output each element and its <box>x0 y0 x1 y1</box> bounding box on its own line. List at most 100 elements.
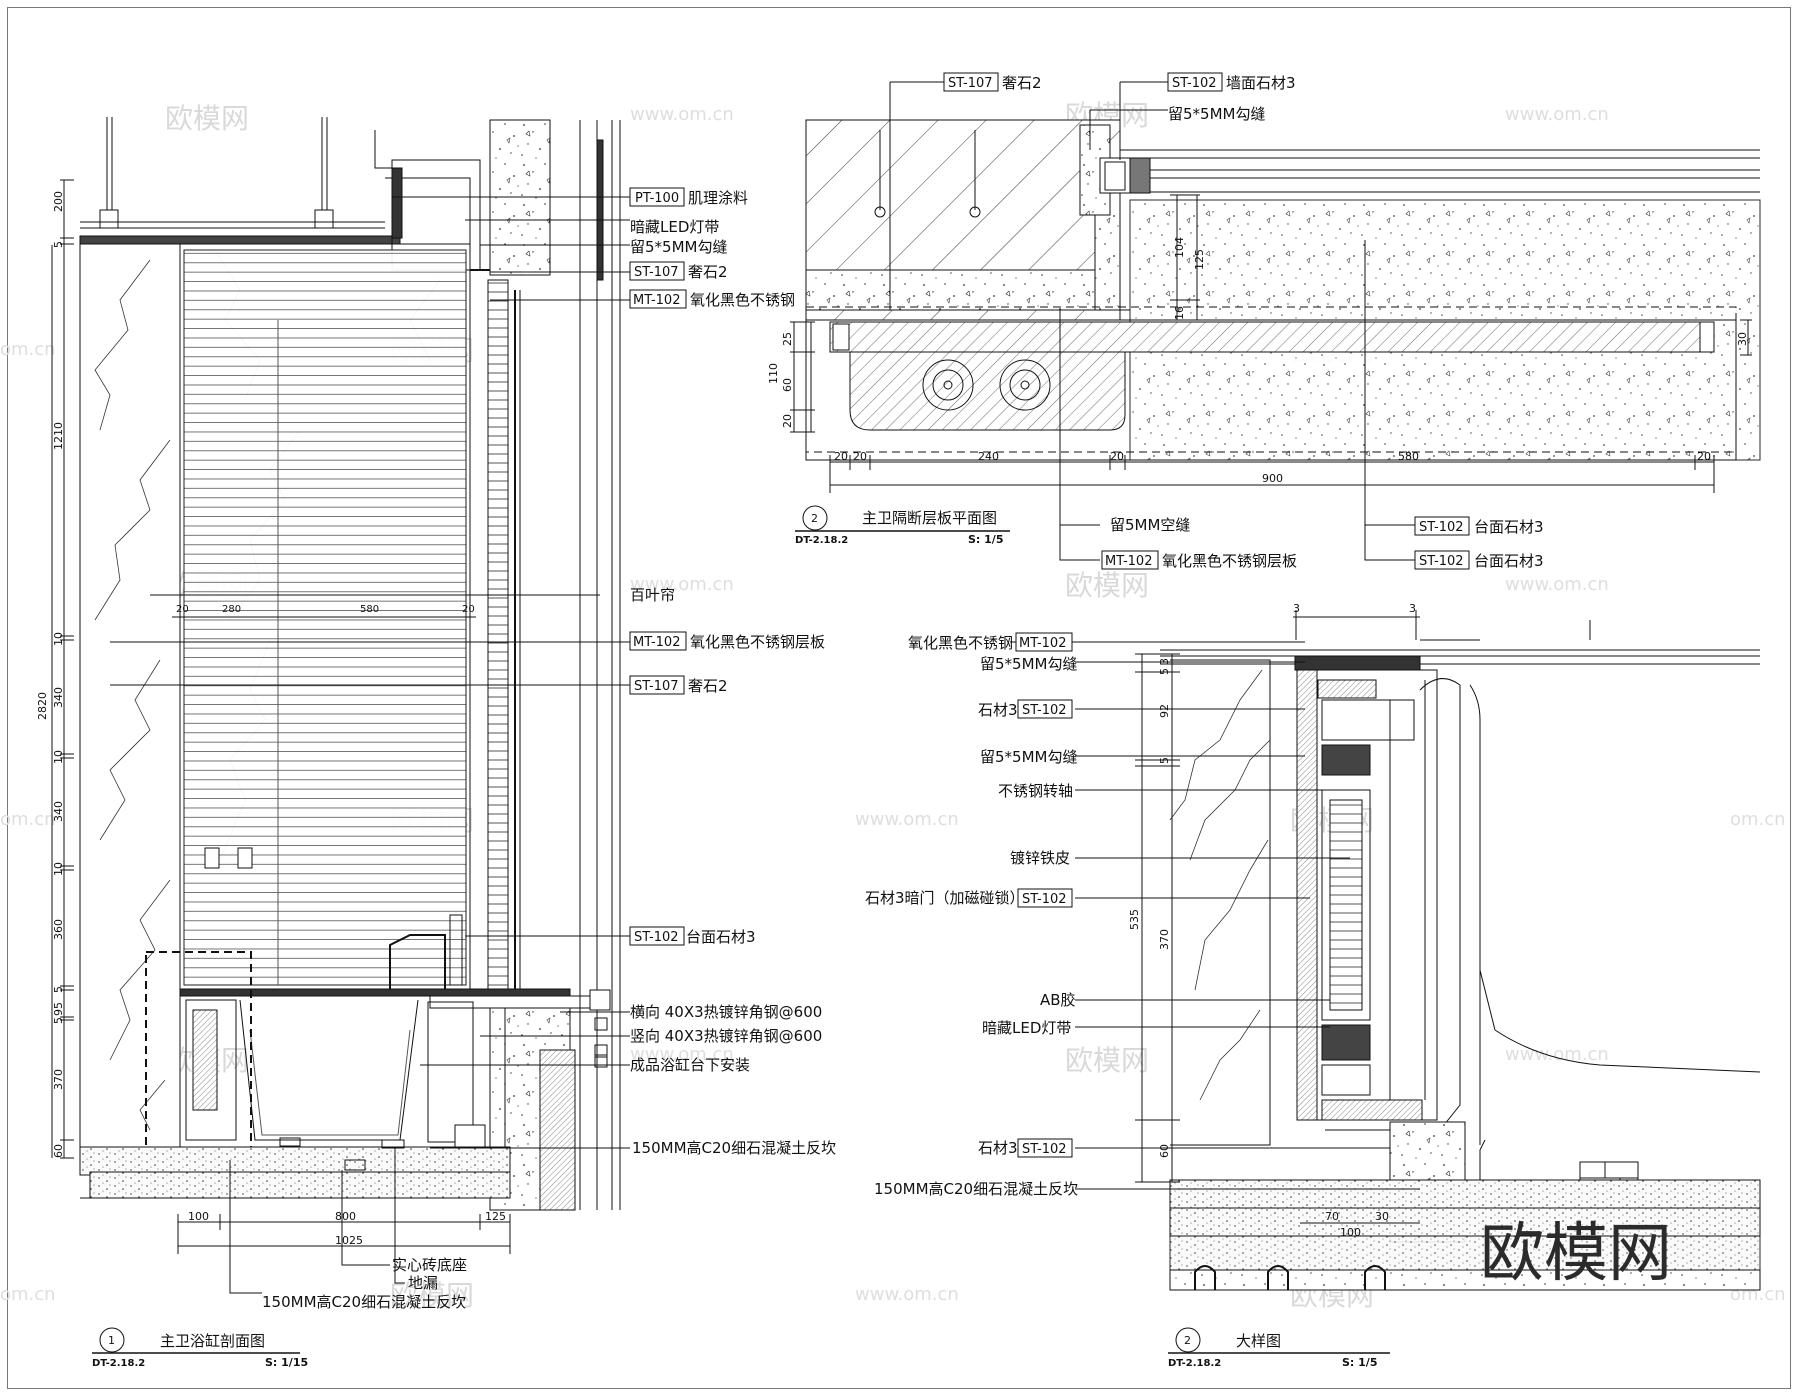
d1-leaders <box>110 196 630 1149</box>
dim-text: 30 <box>1375 1210 1389 1223</box>
callout-st107: ST-107 奢石2 <box>629 261 728 281</box>
callout-code: ST-107 <box>634 679 679 694</box>
callout-text: 氧化黑色不锈钢层板 <box>690 633 825 651</box>
callout-code: ST-102 <box>1022 892 1067 907</box>
callout-text: 不锈钢转轴 <box>998 782 1073 800</box>
dim-text: 3 <box>1409 602 1416 615</box>
dim-text: 10 <box>52 862 65 876</box>
callout-code: ST-102 <box>1419 554 1464 569</box>
callout-code: PT-100 <box>635 191 679 206</box>
dim-text: 30 <box>1736 332 1749 346</box>
dim-text: 60 <box>52 1144 65 1158</box>
dim-total: 535 <box>1128 909 1141 930</box>
dim-text: 5 <box>52 986 65 993</box>
watermark-url: www.om.cn <box>1505 104 1609 125</box>
callout-st102: ST-102 墙面石材3 <box>1167 72 1296 92</box>
dim-text: 10 <box>52 750 65 764</box>
watermark-url: www.om.cn <box>855 1284 959 1305</box>
logo-watermark: 欧模网 <box>1480 1217 1672 1291</box>
callout-text: 氧化黑色不锈钢 <box>908 634 1013 652</box>
callout-mt102: MT-102 氧化黑色不锈钢 <box>629 289 795 309</box>
callout-text: 石材3暗门（加磁碰锁） <box>865 889 1025 907</box>
dim-text: 580 <box>360 604 379 615</box>
dim-text: 104 <box>1173 237 1186 258</box>
dim-text: 16 <box>1173 306 1186 320</box>
callout-mt102-shelf: MT-102 氧化黑色不锈钢层板 <box>629 631 825 651</box>
dim-text: 100 <box>188 1210 209 1223</box>
drawing-scale: S: 1/5 <box>1342 1356 1377 1369</box>
callout-text: 横向 40X3热镀锌角钢@600 <box>630 1003 822 1021</box>
bathtub-section-drawing <box>51 117 621 1354</box>
dim-text: 110 <box>767 363 780 384</box>
dim-text: 5 <box>52 1017 65 1024</box>
d1-title-block: 1 DT-2.18.2 主卫浴缸剖面图 S: 1/15 <box>92 1332 308 1369</box>
dim-text: 60 <box>781 378 794 392</box>
dim-total: 1025 <box>335 1234 363 1247</box>
dim-text: 20 <box>462 604 475 615</box>
drawing-title: 主卫浴缸剖面图 <box>160 1332 265 1350</box>
callout-text: 台面石材3 <box>1474 552 1544 570</box>
watermark: 欧模网 <box>1065 569 1149 602</box>
callout-text: 奢石2 <box>1002 74 1042 92</box>
callout-text: 台面石材3 <box>1474 518 1544 536</box>
callout-text: 镀锌铁皮 <box>1010 849 1070 867</box>
dim-text: 3 <box>1158 658 1171 665</box>
dim-text: 200 <box>52 191 65 212</box>
dim-text: 95 <box>52 1002 65 1016</box>
callout-st102: ST-102 台面石材3 <box>629 926 756 946</box>
d2-title-block: 2 DT-2.18.2 主卫隔断层板平面图 S: 1/5 <box>795 509 1003 546</box>
dim-text: 5 <box>1158 757 1171 764</box>
dim-text: 280 <box>222 604 241 615</box>
watermark-url: www.om.cn <box>630 1044 734 1065</box>
d1-callouts: PT-100 肌理涂料 暗藏LED灯带 留5*5MM勾缝 ST-107 奢石2 … <box>262 187 836 1311</box>
dim-text: 25 <box>781 332 794 346</box>
sheet-ref: DT-2.18.2 <box>1168 1358 1221 1369</box>
drawing-title: 大样图 <box>1236 1332 1281 1350</box>
dim-text: 60 <box>1158 1144 1171 1158</box>
callout-text: 留5*5MM勾缝 <box>980 655 1077 673</box>
d2-dimensions: 25 110 60 20 104 125 16 30 20 20 240 20 … <box>767 237 1749 485</box>
callout-text: 氧化黑色不锈钢层板 <box>1162 552 1297 570</box>
callout-st107: ST-107 奢石2 <box>943 72 1042 92</box>
d3-callouts: 氧化黑色不锈钢 MT-102 留5*5MM勾缝 石材3 ST-102 留5*5M… <box>865 632 1078 1198</box>
dim-text: 1210 <box>52 422 65 450</box>
dim-text: 370 <box>1158 929 1171 950</box>
drawing-title: 主卫隔断层板平面图 <box>862 509 997 527</box>
callout-text: 留5MM空缝 <box>1110 516 1190 534</box>
drawing-number: 2 <box>811 512 818 525</box>
d3-leaders <box>1010 641 1420 1190</box>
sheet-ref: DT-2.18.2 <box>795 535 848 546</box>
callout-code: ST-107 <box>948 76 993 91</box>
callout-text: 氧化黑色不锈钢 <box>690 291 795 309</box>
watermark: 欧模网 <box>390 1279 474 1312</box>
callout-st102-door: ST-102 <box>1017 888 1073 908</box>
dim-text: 580 <box>1398 450 1419 463</box>
dim-text: 240 <box>978 450 999 463</box>
sheet-ref: DT-2.18.2 <box>92 1358 145 1369</box>
watermark-url: om.cn <box>0 809 56 830</box>
d3-dimensions: 3 3 3 5 92 5 370 60 535 70 30 100 <box>1128 602 1416 1239</box>
callout-text: 肌理涂料 <box>688 189 748 207</box>
callout-text: 奢石2 <box>688 263 728 281</box>
drawing-scale: S: 1/15 <box>265 1356 308 1369</box>
drawing-scale: S: 1/5 <box>968 533 1003 546</box>
dim-text: 20 <box>781 414 794 428</box>
callout-st102-a: ST-102 台面石材3 <box>1414 516 1544 536</box>
callout-code: ST-102 <box>1172 76 1217 91</box>
callout-text: 留5*5MM勾缝 <box>630 238 727 256</box>
dim-text: 92 <box>1158 704 1171 718</box>
callout-text: AB胶 <box>1040 991 1076 1009</box>
dim-text: 5 <box>52 241 65 248</box>
detail-drawing <box>1135 610 1761 1354</box>
callout-code: ST-102 <box>1419 520 1464 535</box>
watermark: 欧模网 <box>165 102 249 135</box>
callout-code: MT-102 <box>633 293 680 308</box>
callout-st102: ST-102 <box>1017 699 1073 719</box>
callout-text: 石材3 <box>978 1139 1018 1157</box>
dim-text: 5 <box>1158 668 1171 675</box>
callout-code: ST-102 <box>634 930 679 945</box>
callout-text: 留5*5MM勾缝 <box>980 748 1077 766</box>
watermark-url: om.cn <box>0 1284 56 1305</box>
